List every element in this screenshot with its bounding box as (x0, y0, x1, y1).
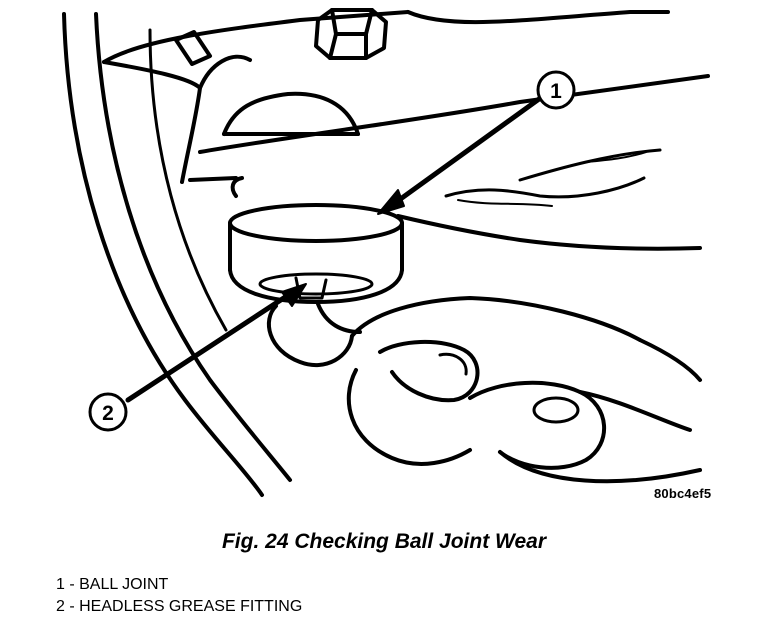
leader-line-1 (377, 91, 549, 215)
legend: 1 - BALL JOINT 2 - HEADLESS GREASE FITTI… (56, 574, 302, 618)
lower-control-arm (188, 74, 710, 251)
rotor-edge (62, 12, 292, 497)
callout-1: 1 (536, 70, 576, 110)
retaining-nut (314, 8, 388, 60)
figure-caption: Fig. 24 Checking Ball Joint Wear (221, 530, 547, 553)
ball-joint-illustration: 1 2 (62, 8, 710, 497)
ball-joint-housing (228, 203, 404, 304)
legend-item-grease-fitting: 2 - HEADLESS GREASE FITTING (56, 598, 303, 615)
ball-joint-dome (222, 91, 360, 136)
steering-knuckle (102, 10, 670, 184)
legend-item-ball-joint: 1 - BALL JOINT (56, 576, 169, 593)
technician-hand (266, 296, 702, 484)
callout-1-circle (536, 70, 576, 110)
figure-id-code: 80bc4ef5 (654, 486, 712, 501)
leader-line-2 (125, 283, 307, 403)
callout-2-circle (88, 392, 128, 432)
callout-2-number: 2 (102, 402, 114, 425)
callout-1-number: 1 (550, 80, 562, 103)
callout-2: 2 (88, 392, 128, 432)
